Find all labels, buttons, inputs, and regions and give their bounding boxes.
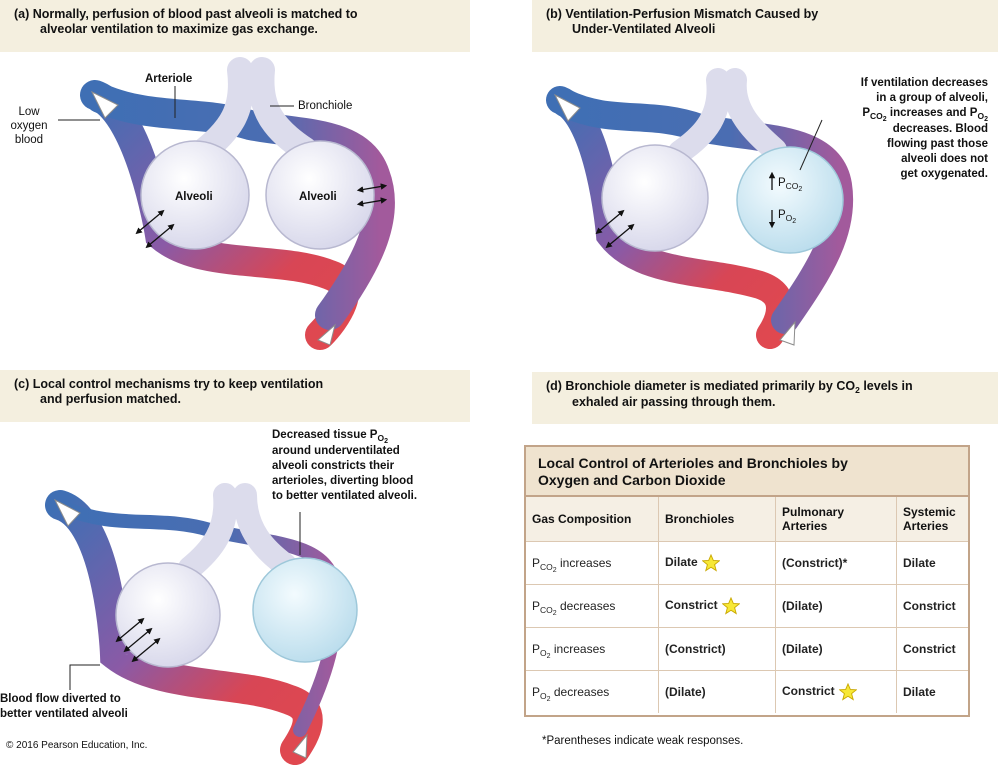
table-title: Local Control of Arterioles and Bronchio… (526, 447, 968, 497)
cell-pulmonary-arteries: (Dilate) (775, 584, 897, 628)
cell-gas-composition: PCO2 decreases (526, 584, 659, 628)
header-pulmonary-arteries: Pulmonary Arteries (775, 497, 897, 542)
panel-c-note-line4: arterioles, diverting blood (272, 475, 414, 487)
panel-b-gas-exchange-arrows (595, 171, 776, 249)
cell-systemic-arteries: Dilate (903, 685, 936, 699)
header-gas-composition: Gas Composition (526, 497, 659, 542)
panel-c-diverted-label: Blood flow diverted to better ventilated… (0, 692, 128, 722)
panel-c-leader-lines (69, 512, 301, 690)
panel-c-caption-line1: (c) Local control mechanisms try to keep… (14, 377, 324, 391)
panel-a-caption-line1: (a) Normally, perfusion of blood past al… (14, 7, 358, 21)
panel-c-note-line1: Decreased tissue PO2 (272, 429, 389, 445)
cell-bronchioles: Dilate (658, 541, 776, 585)
cell-gas-composition: PO2 decreases (526, 670, 659, 713)
panel-c-note: Decreased tissue PO2 around underventila… (272, 428, 417, 504)
panel-a-alveolus-right (265, 140, 375, 250)
cell-gas-composition: PCO2 increases (526, 541, 659, 585)
star-icon (838, 683, 857, 701)
panel-b-alveolus-underventilated (736, 146, 844, 254)
panel-b-caption: (b) Ventilation-Perfusion Mismatch Cause… (532, 0, 998, 52)
panel-b-alveolus-normal (601, 144, 709, 252)
cell-systemic-arteries: Dilate (896, 541, 968, 585)
table-row: PO2 decreases(Dilate)Constrict Dilate (526, 670, 968, 713)
cell-pulmonary-arteries: Constrict (775, 670, 897, 713)
cell-systemic-arteries: Constrict (896, 584, 968, 628)
copyright: © 2016 Pearson Education, Inc. (6, 740, 148, 751)
panel-b-caption-line1: (b) Ventilation-Perfusion Mismatch Cause… (546, 7, 819, 21)
panel-b-vessels (546, 86, 854, 349)
panel-d-caption-line1: (d) Bronchiole diameter is mediated prim… (546, 379, 913, 395)
panel-a-label-bronchiole: Bronchiole (298, 100, 353, 112)
panel-b-note-line5: flowing past those (887, 138, 988, 150)
cell-bronchioles: (Dilate) (658, 670, 776, 713)
panel-b-note-line6: alveoli does not (901, 153, 988, 165)
panel-a-leader-lines (58, 86, 294, 121)
cell-pulmonary-arteries: (Dilate) (775, 627, 897, 671)
panel-c-alveolus-underventilated (252, 557, 358, 663)
panel-d-caption-line2: exhaled air passing through them. (572, 395, 776, 409)
cell-pulmonary-arteries: (Constrict)* (775, 541, 897, 585)
star-icon (701, 554, 720, 572)
panel-c-caption: (c) Local control mechanisms try to keep… (0, 370, 470, 422)
panel-c-vessels (45, 490, 343, 765)
table-row: PO2 increases(Constrict)(Dilate)Constric… (526, 627, 968, 671)
panel-a-label-arteriole: Arteriole (145, 73, 193, 85)
cell-gas-composition: PO2 increases (526, 627, 659, 671)
panel-a-label-alveoli-right: Alveoli (299, 191, 337, 203)
cell-systemic-arteries: Constrict (896, 627, 968, 671)
cell-bronchioles: (Constrict) (658, 627, 776, 671)
panel-b-note-line1: If ventilation decreases (860, 77, 988, 89)
panel-b-caption-line2: Under-Ventilated Alveoli (572, 22, 716, 36)
panel-c-caption-line2: and perfusion matched. (40, 392, 181, 406)
panel-c-diverted-line2: better ventilated alveoli (0, 708, 128, 720)
table-title-line1: Local Control of Arterioles and Bronchio… (538, 455, 848, 471)
low-oxygen-line2: oxygen (10, 120, 48, 132)
header-systemic-arteries: Systemic Arteries (896, 497, 968, 542)
panel-b-po2-label: PO2 (778, 209, 797, 225)
header-bronchioles: Bronchioles (658, 497, 776, 542)
low-oxygen-line1: Low (18, 106, 40, 118)
cell-bronchioles: Constrict (658, 584, 776, 628)
panel-a-alveolus-left (140, 140, 250, 250)
panel-a-caption-line2: alveolar ventilation to maximize gas exc… (40, 22, 318, 36)
panel-b-note-line3: PCO2 increases and PO2 (862, 107, 988, 123)
low-oxygen-line3: blood (14, 134, 44, 146)
table-footnote: *Parentheses indicate weak responses. (542, 735, 744, 747)
panel-c-alveolus-normal (115, 562, 221, 668)
panel-c-bronchiole (178, 483, 297, 580)
panel-c-note-line3: alveoli constricts their (272, 460, 395, 472)
panel-c-note-line2: around underventilated (272, 445, 400, 457)
panel-d-caption: (d) Bronchiole diameter is mediated prim… (532, 372, 998, 424)
star-icon (721, 597, 740, 615)
panel-c-gas-exchange-arrows (115, 617, 161, 663)
panel-a-gas-exchange-arrows (135, 183, 388, 249)
local-control-table: Local Control of Arterioles and Bronchio… (524, 445, 970, 717)
table-header-row: Gas Composition Bronchioles Pulmonary Ar… (526, 497, 968, 542)
panel-b-note-line2: in a group of alveoli, (876, 92, 988, 104)
panel-b-leader-line (799, 119, 823, 171)
panel-b-pco2-label: PCO2 (778, 177, 803, 193)
panel-b-note-line7: get oxygenated. (900, 168, 988, 180)
table-grid: Gas Composition Bronchioles Pulmonary Ar… (526, 497, 968, 713)
panel-c-note-line5: to better ventilated alveoli. (272, 490, 418, 502)
panel-b-bronchiole (668, 68, 787, 164)
panel-c-diverted-line1: Blood flow diverted to (0, 693, 121, 705)
panel-a-caption: (a) Normally, perfusion of blood past al… (0, 0, 470, 52)
table-title-line2: Oxygen and Carbon Dioxide (538, 472, 726, 488)
panel-a-label-low-oxygen: Low oxygen blood (6, 105, 52, 147)
panel-a-label-alveoli-left: Alveoli (175, 191, 213, 203)
panel-b-note-line4: decreases. Blood (892, 123, 988, 135)
panel-b-note: If ventilation decreases in a group of a… (818, 76, 988, 182)
